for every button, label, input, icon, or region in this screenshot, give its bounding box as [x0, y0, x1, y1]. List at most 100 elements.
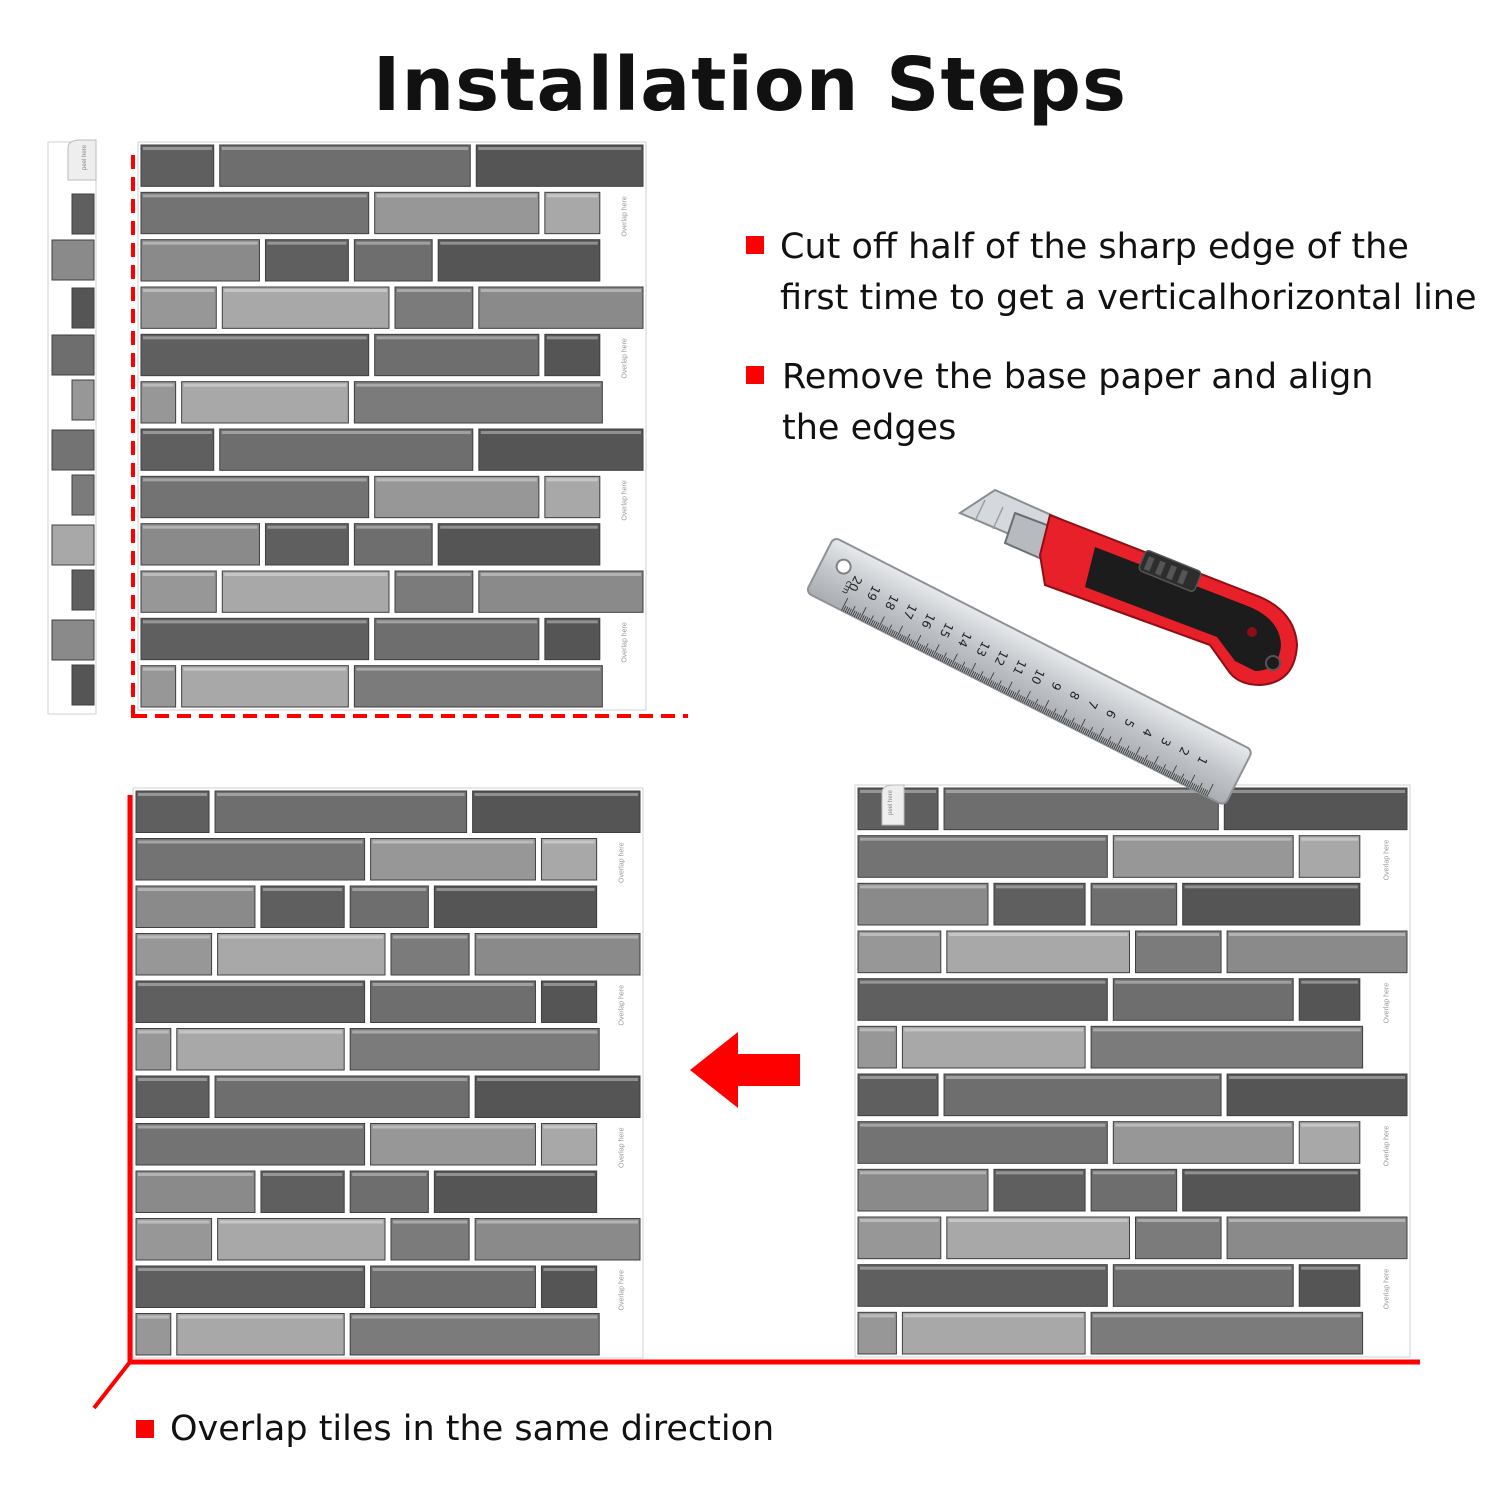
brick — [71, 569, 95, 611]
brick — [394, 570, 474, 613]
step-1-line-1: Cut off half of the sharp edge of the — [780, 227, 1409, 267]
brick — [857, 978, 1108, 1021]
brick — [370, 1123, 536, 1166]
brick — [176, 1028, 345, 1071]
brick — [353, 239, 433, 282]
brick — [140, 523, 260, 566]
brick — [176, 1313, 345, 1356]
brick — [353, 665, 603, 708]
brick — [943, 787, 1219, 831]
brick — [140, 617, 370, 661]
brick — [71, 379, 95, 421]
brick — [214, 790, 468, 833]
brick — [433, 885, 598, 928]
overlap-here-label: Overlap here — [618, 842, 625, 883]
brick — [478, 428, 644, 471]
brick — [478, 286, 644, 329]
brick — [349, 1170, 429, 1213]
brick — [135, 933, 213, 976]
brick — [857, 930, 942, 974]
brick — [901, 1025, 1086, 1069]
brick — [217, 933, 386, 976]
brick — [135, 790, 210, 833]
red-square-bullet-icon — [136, 1420, 154, 1438]
brick — [946, 1216, 1130, 1260]
brick — [901, 1311, 1086, 1355]
brick — [51, 239, 95, 281]
brick — [135, 1028, 172, 1071]
brick — [1298, 978, 1361, 1021]
ruler-number: 10 — [1028, 667, 1047, 687]
brick — [140, 191, 370, 235]
step-2: Remove the base paper and align the edge… — [746, 352, 1373, 454]
overlap-here-label: Overlap here — [618, 985, 625, 1026]
brick — [857, 1311, 897, 1355]
step-1: Cut off half of the sharp edge of the fi… — [746, 222, 1477, 324]
brick — [374, 333, 540, 377]
brick — [993, 882, 1086, 926]
brick — [1298, 1264, 1361, 1307]
brick — [135, 1123, 366, 1166]
brick — [857, 882, 989, 926]
brick — [349, 1028, 600, 1071]
ruler-number: 17 — [900, 602, 919, 622]
brick — [1112, 835, 1294, 878]
brick — [135, 1313, 172, 1356]
brick — [544, 333, 601, 377]
brick — [1226, 930, 1408, 974]
brick — [433, 1170, 598, 1213]
utility-knife-icon — [957, 488, 1299, 687]
brick — [472, 790, 641, 833]
brick — [135, 1170, 256, 1213]
brick — [1090, 1025, 1364, 1069]
step-3-line-1: Overlap tiles in the same direction — [170, 1409, 775, 1449]
brick — [217, 1218, 386, 1261]
brick — [1135, 930, 1222, 974]
brick — [71, 193, 95, 235]
overlap-here-label: Overlap here — [621, 480, 628, 521]
brick — [1112, 1121, 1294, 1164]
arrow-left-icon — [690, 1032, 800, 1108]
brick — [353, 523, 433, 566]
brick — [1090, 882, 1178, 926]
brick — [214, 1075, 470, 1118]
brick — [394, 286, 474, 329]
brick — [135, 1218, 213, 1261]
brick — [349, 1313, 600, 1356]
brick — [135, 1265, 366, 1308]
brick — [390, 933, 470, 976]
brick — [140, 144, 215, 187]
brick — [540, 1265, 598, 1308]
brick — [264, 523, 349, 566]
brick — [140, 570, 217, 613]
peel-here-label: peel here — [888, 789, 894, 815]
brick — [260, 1170, 345, 1213]
brick — [374, 617, 540, 661]
brick — [181, 381, 349, 424]
brick — [370, 1265, 536, 1308]
ruler-number: 12 — [992, 648, 1011, 668]
ruler-number: 13 — [973, 639, 992, 659]
brick — [544, 475, 601, 519]
brick — [140, 665, 177, 708]
ruler-ticks — [841, 597, 1214, 797]
brick — [474, 1075, 641, 1118]
brick — [51, 619, 95, 661]
cut-off-strip: peel here — [47, 139, 97, 715]
overlap-here-label: Overlap here — [621, 622, 628, 663]
brick — [349, 885, 429, 928]
brick — [140, 475, 370, 519]
brick — [140, 239, 260, 282]
overlap-here-label: Overlap here — [1383, 840, 1390, 881]
ruler-number: 11 — [1010, 657, 1029, 677]
brick — [857, 1121, 1108, 1164]
brick — [221, 570, 390, 613]
brick — [1223, 787, 1408, 831]
brick — [437, 523, 601, 566]
brick — [1090, 1311, 1364, 1355]
overlap-here-label: Overlap here — [618, 1127, 625, 1168]
